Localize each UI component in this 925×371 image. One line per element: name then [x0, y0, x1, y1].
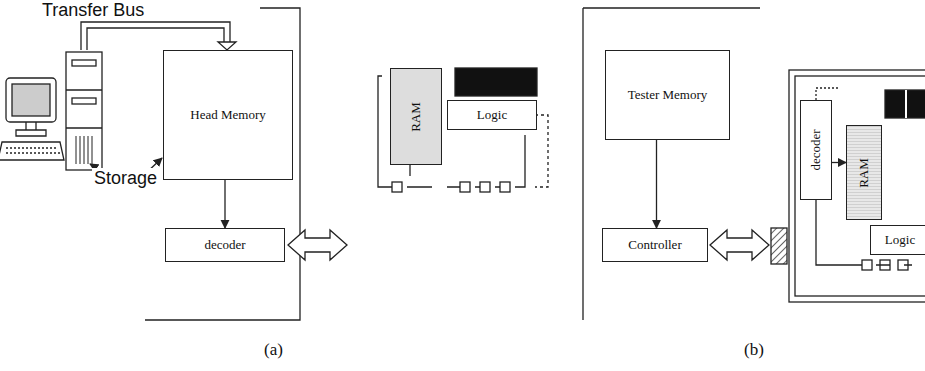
controller-box: Controller — [602, 228, 708, 262]
logic-block: Logic — [870, 225, 925, 255]
node-label: RAM — [856, 158, 872, 188]
decoder-box: decoder — [165, 228, 285, 262]
panel-label: (b) — [742, 340, 766, 360]
connector — [224, 180, 225, 228]
node-label: RAM — [408, 102, 424, 132]
decoder-box: decoder — [800, 100, 832, 200]
node-label: decoder — [204, 237, 245, 253]
node-label: Controller — [628, 237, 681, 253]
transfer-bus-label: Transfer Bus — [40, 0, 146, 21]
ram-block: RAM — [390, 68, 442, 165]
logic-block: Logic — [447, 100, 537, 130]
connector — [656, 140, 657, 228]
memory-box: Head Memory — [163, 50, 293, 180]
node-label: Tester Memory — [628, 87, 708, 103]
node-label: Head Memory — [190, 107, 265, 123]
ram-block: RAM — [846, 125, 882, 220]
storage-label: Storage — [92, 168, 159, 189]
node-label: Logic — [885, 232, 915, 248]
connector — [832, 162, 846, 163]
panel-label: (a) — [262, 340, 285, 360]
node-label: Logic — [477, 107, 507, 123]
memory-box: Tester Memory — [605, 50, 730, 140]
node-label: decoder — [808, 129, 824, 170]
